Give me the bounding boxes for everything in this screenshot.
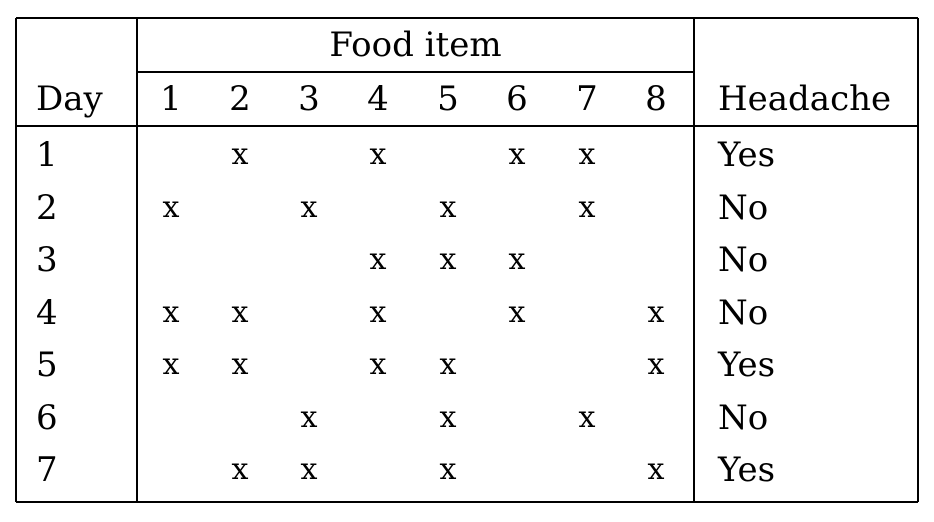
food-mark-cell: x bbox=[439, 347, 457, 382]
food-mark-cell: x bbox=[231, 452, 249, 487]
food-item-column-header: 1 bbox=[160, 79, 182, 119]
food-item-column-header: 3 bbox=[298, 79, 320, 119]
food-mark-cell: x bbox=[439, 452, 457, 487]
food-mark-cell bbox=[348, 445, 408, 495]
headache-cell: No bbox=[718, 187, 769, 228]
food-mark-cell bbox=[626, 183, 686, 233]
food-mark-cell: x bbox=[508, 137, 526, 172]
food-mark-cell: x bbox=[508, 294, 526, 330]
food-mark-cell bbox=[348, 393, 408, 443]
food-mark-cell bbox=[279, 235, 339, 285]
food-mark-cell: x bbox=[369, 242, 387, 277]
food-mark-cell bbox=[418, 130, 478, 180]
day-cell: 7 bbox=[36, 450, 58, 490]
headache-cell: Yes bbox=[718, 345, 776, 385]
food-item-column-header: 8 bbox=[645, 79, 667, 119]
day-cell: 1 bbox=[36, 135, 58, 175]
food-item-column-header: 2 bbox=[229, 79, 251, 119]
food-mark-cell: x bbox=[231, 137, 249, 172]
food-mark-cell: x bbox=[300, 452, 318, 487]
food-mark-cell: x bbox=[369, 137, 387, 172]
day-cell: 4 bbox=[36, 292, 58, 333]
headache-cell: No bbox=[718, 397, 769, 438]
food-mark-cell bbox=[141, 445, 201, 495]
food-mark-cell: x bbox=[439, 242, 457, 277]
food-mark-cell bbox=[487, 445, 547, 495]
food-mark-cell: x bbox=[300, 399, 318, 435]
food-mark-cell bbox=[487, 183, 547, 233]
day-column-header: Day bbox=[36, 79, 103, 119]
food-mark-cell: x bbox=[647, 347, 665, 382]
food-item-group-header: Food item bbox=[329, 25, 502, 65]
food-mark-cell: x bbox=[369, 294, 387, 330]
food-mark-cell bbox=[210, 235, 270, 285]
headache-cell: No bbox=[718, 240, 769, 280]
day-cell: 3 bbox=[36, 240, 58, 280]
food-mark-cell bbox=[279, 340, 339, 390]
food-mark-cell bbox=[626, 393, 686, 443]
food-mark-cell: x bbox=[231, 294, 249, 330]
food-mark-cell bbox=[557, 340, 617, 390]
food-mark-cell bbox=[141, 130, 201, 180]
food-mark-cell: x bbox=[369, 347, 387, 382]
food-mark-cell bbox=[210, 183, 270, 233]
day-cell: 2 bbox=[36, 187, 58, 228]
day-cell: 5 bbox=[36, 345, 58, 385]
food-mark-cell: x bbox=[231, 347, 249, 382]
headache-cell: No bbox=[718, 292, 769, 333]
food-item-column-header: 6 bbox=[506, 79, 528, 119]
food-mark-cell bbox=[279, 288, 339, 338]
food-mark-cell: x bbox=[162, 294, 180, 330]
food-item-column-header: 5 bbox=[437, 79, 459, 119]
food-mark-cell: x bbox=[439, 189, 457, 225]
food-mark-cell: x bbox=[578, 189, 596, 225]
food-item-column-header: 4 bbox=[367, 79, 389, 119]
food-mark-cell bbox=[557, 235, 617, 285]
food-item-column-header: 7 bbox=[576, 79, 598, 119]
food-mark-cell: x bbox=[439, 399, 457, 435]
food-mark-cell: x bbox=[578, 137, 596, 172]
food-mark-cell: x bbox=[578, 399, 596, 435]
food-mark-cell bbox=[279, 130, 339, 180]
food-mark-cell bbox=[557, 445, 617, 495]
food-mark-cell bbox=[487, 340, 547, 390]
headache-cell: Yes bbox=[718, 135, 776, 175]
food-mark-cell bbox=[210, 393, 270, 443]
food-mark-cell: x bbox=[508, 242, 526, 277]
food-mark-cell bbox=[626, 235, 686, 285]
day-cell: 6 bbox=[36, 397, 58, 438]
headache-cell: Yes bbox=[718, 450, 776, 490]
food-mark-cell bbox=[348, 183, 408, 233]
food-mark-cell bbox=[141, 393, 201, 443]
food-mark-cell: x bbox=[300, 189, 318, 225]
food-mark-cell bbox=[557, 288, 617, 338]
food-mark-cell: x bbox=[647, 452, 665, 487]
food-mark-cell bbox=[626, 130, 686, 180]
food-mark-cell bbox=[418, 288, 478, 338]
headache-column-header: Headache bbox=[718, 79, 892, 119]
food-mark-cell bbox=[487, 393, 547, 443]
food-mark-cell bbox=[141, 235, 201, 285]
food-mark-cell: x bbox=[162, 189, 180, 225]
food-mark-cell: x bbox=[647, 294, 665, 330]
food-mark-cell: x bbox=[162, 347, 180, 382]
